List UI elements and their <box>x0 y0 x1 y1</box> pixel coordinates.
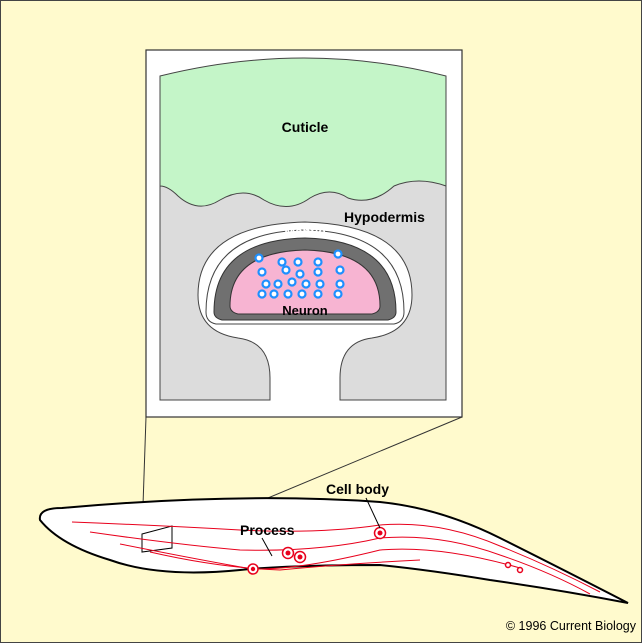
cuticle-label: Cuticle <box>282 119 329 135</box>
process-label: Process <box>240 522 295 538</box>
microtubule <box>315 269 322 276</box>
microtubule <box>285 291 292 298</box>
microtubule <box>315 291 322 298</box>
microtubule <box>299 291 306 298</box>
microtubule <box>295 259 302 266</box>
cell-body-label: Cell body <box>326 481 389 497</box>
microtubule <box>275 281 282 288</box>
hypodermis-label: Hypodermis <box>344 209 425 225</box>
nucleus <box>378 531 383 536</box>
microtubule <box>263 281 270 288</box>
microtubule <box>256 255 263 262</box>
microtubule <box>337 267 344 274</box>
microtubule <box>283 267 290 274</box>
cross-section-inset: Cuticle Hypodermis Mantle Neuron <box>146 50 462 417</box>
microtubule <box>259 269 266 276</box>
nucleus <box>286 551 291 556</box>
microtubule <box>279 259 286 266</box>
neuron-label: Neuron <box>282 303 328 318</box>
nucleus <box>298 555 303 560</box>
microtubule <box>289 279 296 286</box>
cell-body <box>506 563 511 568</box>
microtubule <box>271 291 278 298</box>
microtubule <box>335 291 342 298</box>
nucleus <box>251 567 255 571</box>
copyright-notice: © 1996 Current Biology <box>506 619 637 633</box>
mantle-label: Mantle <box>284 224 325 239</box>
microtubule <box>259 291 266 298</box>
microtubule <box>303 281 310 288</box>
microtubule <box>317 281 324 288</box>
microtubule <box>337 281 344 288</box>
cell-body <box>518 568 523 573</box>
microtubule <box>297 271 304 278</box>
microtubule <box>335 251 342 258</box>
microtubule <box>315 259 322 266</box>
